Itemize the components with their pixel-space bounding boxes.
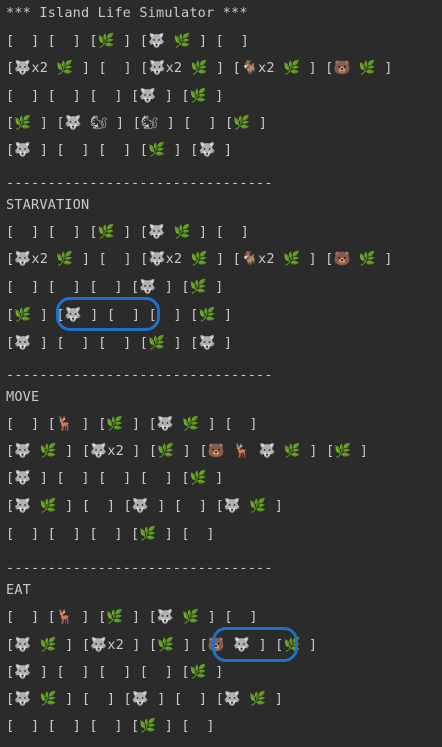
console-title: *** Island Life Simulator *** (6, 5, 248, 21)
grid-row: [ ] [ ] [ ] [🌿 ] [ ] (6, 526, 215, 542)
grid-row: [ ] [ ] [🌿 ] [🐺 🌿 ] [ ] (6, 33, 249, 49)
grid-row: [🌿 ] [🐺 🐿 ] [🐿 ] [ ] [🌿 ] (6, 115, 268, 131)
grid-row: [🐺 🌿 ] [ ] [🐺 ] [ ] [🐺 🌿 ] (6, 498, 284, 514)
separator-line: -------------------------------- (6, 560, 273, 576)
highlight-circle-starvation (56, 297, 160, 331)
separator-line: -------------------------------- (6, 175, 273, 191)
highlight-circle-eat (212, 627, 298, 662)
grid-row: [🐺 ] [ ] [ ] [🌿 ] [🐺 ] (6, 142, 233, 158)
grid-row: [ ] [ ] [🌿 ] [🐺 🌿 ] [ ] (6, 224, 249, 240)
grid-row: [🐺 🌿 ] [🐺x2 ] [🌿 ] [🐻 🦌 🐺 🌿 ] [🌿 ] (6, 443, 369, 459)
section-heading-eat: EAT (6, 582, 32, 598)
separator-line: -------------------------------- (6, 367, 273, 383)
grid-row: [ ] [ ] [ ] [🐺 ] [🌿 ] (6, 88, 224, 104)
grid-row: [ ] [ ] [ ] [🐺 ] [🌿 ] (6, 279, 224, 295)
grid-row: [ ] [🦌 ] [🌿 ] [🐺 🌿 ] [ ] (6, 609, 258, 625)
grid-row: [🐺x2 🌿 ] [ ] [🐺x2 🌿 ] [🐐x2 🌿 ] [🐻 🌿 ] (6, 251, 393, 267)
section-heading-starvation: STARVATION (6, 197, 90, 213)
grid-row: [🐺 🌿 ] [ ] [🐺 ] [ ] [🐺 🌿 ] (6, 691, 284, 707)
grid-row: [🐺 ] [ ] [ ] [🌿 ] [🐺 ] (6, 335, 233, 351)
grid-row: [🐺 ] [ ] [ ] [ ] [🌿 ] (6, 470, 224, 486)
grid-row: [🐺x2 🌿 ] [ ] [🐺x2 🌿 ] [🐐x2 🌿 ] [🐻 🌿 ] (6, 60, 393, 76)
grid-row: [🐺 ] [ ] [ ] [ ] [🌿 ] (6, 664, 224, 680)
grid-row: [ ] [ ] [ ] [🌿 ] [ ] (6, 718, 215, 734)
grid-row: [ ] [🦌 ] [🌿 ] [🐺 🌿 ] [ ] (6, 416, 258, 432)
section-heading-move: MOVE (6, 389, 40, 405)
